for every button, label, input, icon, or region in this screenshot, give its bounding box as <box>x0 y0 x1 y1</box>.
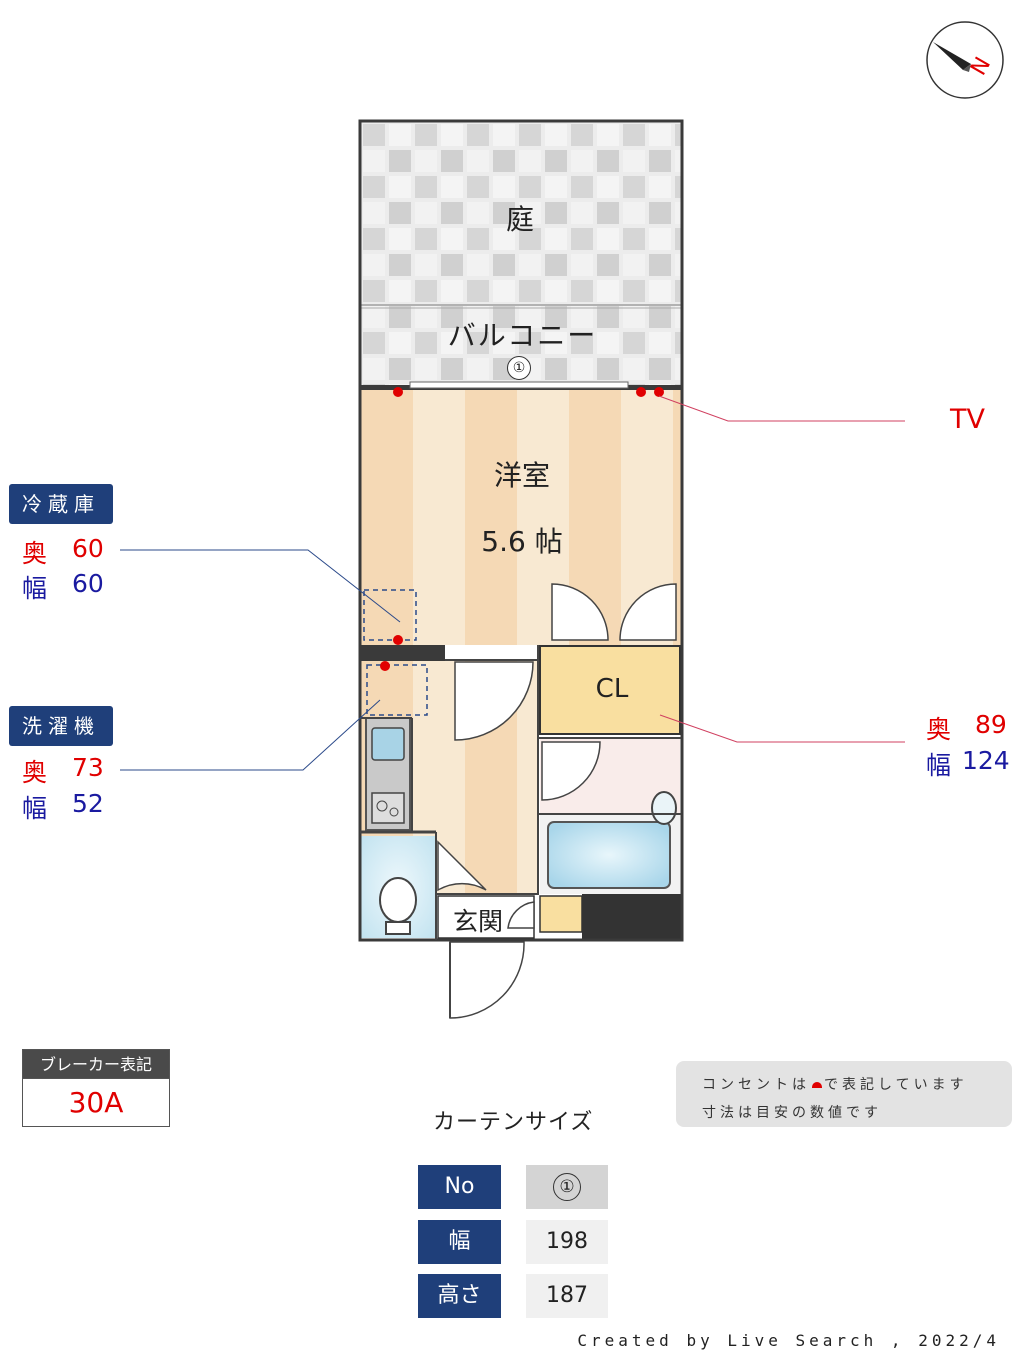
footer-credit: Created by Live Search , 2022/4 <box>577 1331 1000 1350</box>
western-room-size: 5.6 帖 <box>481 525 563 558</box>
washer-depth-label: 奥 <box>22 758 48 787</box>
balcony-label: バルコニー <box>447 319 598 352</box>
curtain-row-label: 幅 <box>418 1220 501 1264</box>
closet-area <box>539 645 681 735</box>
note-box: コンセントはで表記しています 寸法は目安の数値です <box>676 1061 1012 1127</box>
toilet <box>379 877 417 923</box>
fridge-footprint <box>363 589 417 641</box>
closet-width-label: 幅 <box>926 751 952 780</box>
washer-depth-value: 73 <box>72 753 104 782</box>
outer-wall <box>358 119 684 942</box>
closet-leader-line <box>659 714 905 743</box>
note-line-2: 寸法は目安の数値です <box>702 1105 882 1121</box>
bathtub <box>547 821 671 889</box>
curtain-row-value: 187 <box>526 1274 608 1318</box>
breaker-value: 30A <box>22 1079 170 1127</box>
floor-plan <box>120 119 905 1019</box>
washer-width-label: 幅 <box>22 794 48 823</box>
washer-footprint <box>366 664 428 716</box>
washer-tag: 洗濯機 <box>9 706 113 746</box>
fridge-width-label: 幅 <box>22 574 48 603</box>
curtain-row-label: No <box>418 1165 501 1209</box>
curtain-row-value: 198 <box>526 1220 608 1264</box>
western-room-floor <box>361 389 681 645</box>
doors <box>437 583 677 1019</box>
closet-label: CL <box>595 674 629 704</box>
closet-depth-value: 89 <box>975 710 1007 739</box>
compass: N <box>925 20 1005 100</box>
fridge-width-value: 60 <box>72 569 104 598</box>
washer-leader-line <box>120 699 381 771</box>
fridge-depth-value: 60 <box>72 534 104 563</box>
curtain-row-value: ① <box>526 1165 608 1209</box>
note-line-1: コンセントはで表記しています <box>702 1077 968 1093</box>
window-marker: ① <box>507 356 533 382</box>
garden-label: 庭 <box>505 203 534 236</box>
fridge-tag: 冷蔵庫 <box>9 484 113 524</box>
washer-width-value: 52 <box>72 789 104 818</box>
dark-block <box>582 894 681 940</box>
garden-area <box>361 122 681 387</box>
compass-icon <box>926 21 1004 99</box>
curtain-title: カーテンサイズ <box>433 1110 594 1135</box>
outlet-icon <box>812 1082 822 1088</box>
tv-label: TV <box>950 404 985 435</box>
breaker-label: ブレーカー表記 <box>22 1049 170 1079</box>
fridge-depth-label: 奥 <box>22 539 48 568</box>
tv-leader-line <box>658 395 905 422</box>
fridge-leader-line <box>120 549 401 623</box>
western-room-label: 洋室 <box>493 459 550 492</box>
entrance-label: 玄関 <box>452 907 503 936</box>
closet-width-value: 124 <box>962 746 1010 775</box>
closet-depth-label: 奥 <box>926 715 952 744</box>
balcony-window <box>409 381 629 389</box>
outlets <box>380 387 664 671</box>
curtain-row-label: 高さ <box>418 1274 501 1318</box>
sink <box>651 791 677 825</box>
